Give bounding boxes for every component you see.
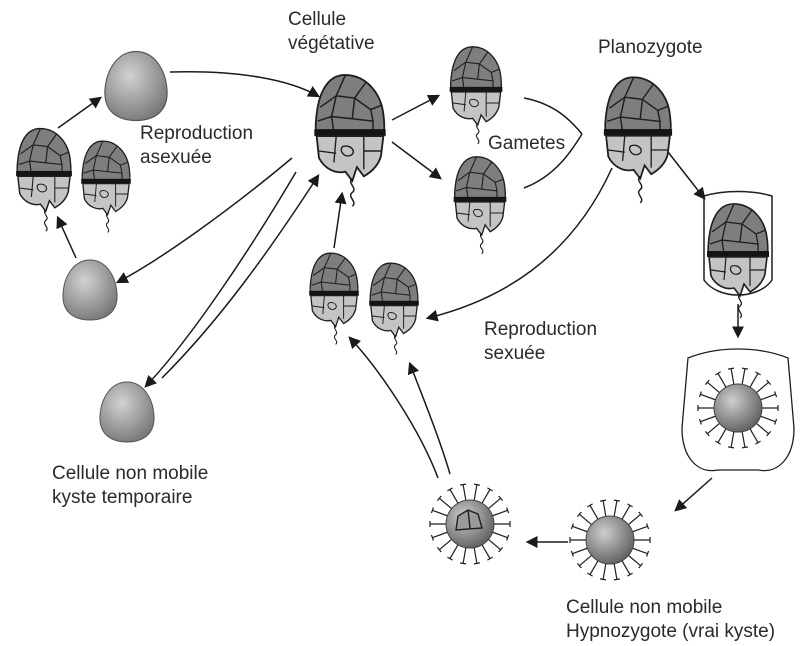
arrow-blob-to-division (58, 218, 76, 258)
arrow-cyst-to-vegetative (162, 176, 318, 378)
hypnozygote-cyst (570, 500, 650, 580)
sexual-reproduction-label: Reproduction sexuée (484, 318, 597, 366)
non-motile-cell-top (105, 52, 167, 121)
asexual-daughter-cell-2 (81, 141, 131, 232)
arrow-offspring-to-vegetative (334, 194, 342, 248)
vegetative-label-line-1: Cellule (288, 8, 375, 32)
temporary-cyst-label-line-2: kyste temporaire (52, 486, 208, 510)
arrow-to-encysting (668, 152, 704, 198)
gamete-1-fusion-line (524, 98, 582, 134)
cyst-forming-cell (682, 349, 794, 471)
temporary-cyst-cell (100, 382, 154, 442)
hypnozygote-label-line-2: Hypnozygote (vrai kyste) (566, 620, 775, 644)
arrow-to-asexual-top (58, 98, 100, 128)
planozygote-label-text: Planozygote (598, 36, 703, 60)
germinating-cyst (430, 484, 510, 564)
planozygote-cell (604, 77, 672, 202)
arrow-to-gamete-2 (392, 142, 440, 178)
excysted-cell-1 (309, 253, 359, 344)
asexual-label-line-2: asexuée (140, 146, 253, 170)
asexual-label-line-1: Reproduction (140, 122, 253, 146)
zygote-encysting-cell (704, 192, 772, 319)
vegetative-label-line-2: végétative (288, 32, 375, 56)
vegetative-cell-label: Cellule végétative (288, 8, 375, 56)
gamete-cell-1 (450, 47, 503, 144)
gametes-label-text: Gametes (488, 132, 565, 156)
excysted-cell-2 (369, 263, 419, 354)
arrow-vegetative-to-cyst (146, 172, 296, 386)
non-motile-cell-left (63, 260, 117, 320)
gamete-cell-2 (454, 157, 507, 254)
gametes-label: Gametes (488, 132, 565, 156)
asexual-reproduction-label: Reproduction asexuée (140, 122, 253, 170)
hypnozygote-label-line-1: Cellule non mobile (566, 596, 775, 620)
sexual-label-line-1: Reproduction (484, 318, 597, 342)
vegetative-cell (314, 75, 385, 206)
arrow-cyst-to-offspring-1 (350, 338, 438, 478)
temporary-cyst-label: Cellule non mobile kyste temporaire (52, 462, 208, 510)
arrow-to-hypnozygote (676, 478, 712, 510)
temporary-cyst-label-line-1: Cellule non mobile (52, 462, 208, 486)
arrow-to-vegetative (170, 72, 318, 96)
planozygote-label: Planozygote (598, 36, 703, 60)
sexual-label-line-2: sexuée (484, 342, 597, 366)
arrow-to-gamete-1 (392, 96, 438, 120)
arrow-vegetative-to-blob (118, 158, 292, 282)
asexual-daughter-cell-1 (16, 129, 72, 232)
hypnozygote-label: Cellule non mobile Hypnozygote (vrai kys… (566, 596, 775, 644)
